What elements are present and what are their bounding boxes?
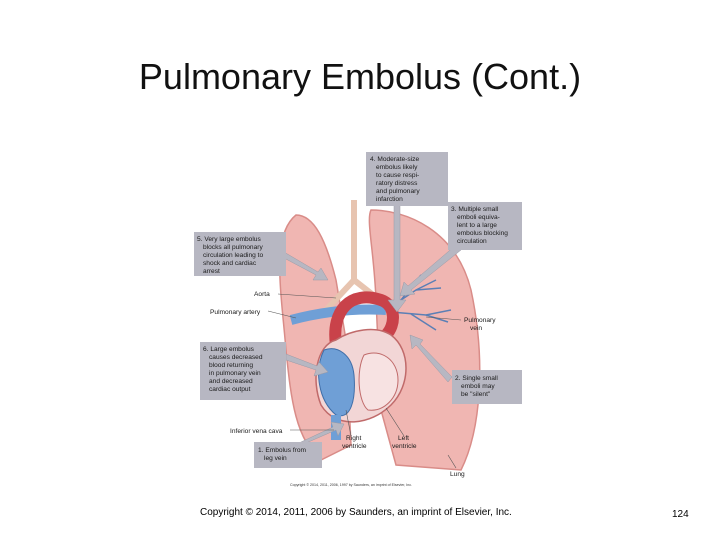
callout-box-4 [366, 152, 448, 206]
callout-box-3 [448, 202, 522, 250]
pulmonary-embolus-diagram: 4. Moderate-size embolus likely to cause… [186, 140, 536, 490]
leader-lines [267, 293, 462, 469]
aorta-label: Aorta [254, 291, 270, 298]
slide-title: Pulmonary Embolus (Cont.) [138, 56, 582, 97]
callout-1: 1. Embolus from leg vein [258, 447, 308, 462]
callout-box-1 [254, 442, 322, 468]
diagram-svg: 4. Moderate-size embolus likely to cause… [194, 152, 522, 487]
slide-footer: Copyright © 2014, 2011, 2006 by Saunders… [200, 507, 512, 518]
page-number: 124 [672, 509, 689, 520]
callout-4: 4. Moderate-size embolus likely to cause… [370, 156, 421, 203]
figure-credit: Copyright © 2014, 2011, 2006, 1997 by Sa… [290, 483, 412, 487]
callout-3: 3. Multiple small emboli equiva- lent to… [451, 206, 510, 245]
right-ventricle [318, 348, 355, 417]
left-ventricle [358, 352, 399, 411]
callout-5: 5. Very large embolus blocks all pulmona… [197, 236, 265, 275]
pulmonary-vein-label: Pulmonary vein [464, 317, 497, 332]
pulmonary-artery-label: Pulmonary artery [210, 309, 261, 316]
right-ventricle-label: Right ventricle [342, 435, 367, 450]
callout-box-5 [194, 232, 286, 276]
inferior-vena-cava-label: Inferior vena cava [230, 428, 283, 435]
callout-box-2 [452, 370, 522, 404]
callout-box-6 [200, 342, 286, 400]
callout-arrows [283, 199, 462, 451]
callout-6: 6. Large embolus causes decreased blood … [203, 346, 264, 393]
left-ventricle-label: Left ventricle [392, 435, 417, 450]
lung-label: Lung [450, 471, 465, 478]
callout-2: 2. Single small emboli may be "silent" [455, 375, 500, 398]
aorta [329, 291, 399, 346]
